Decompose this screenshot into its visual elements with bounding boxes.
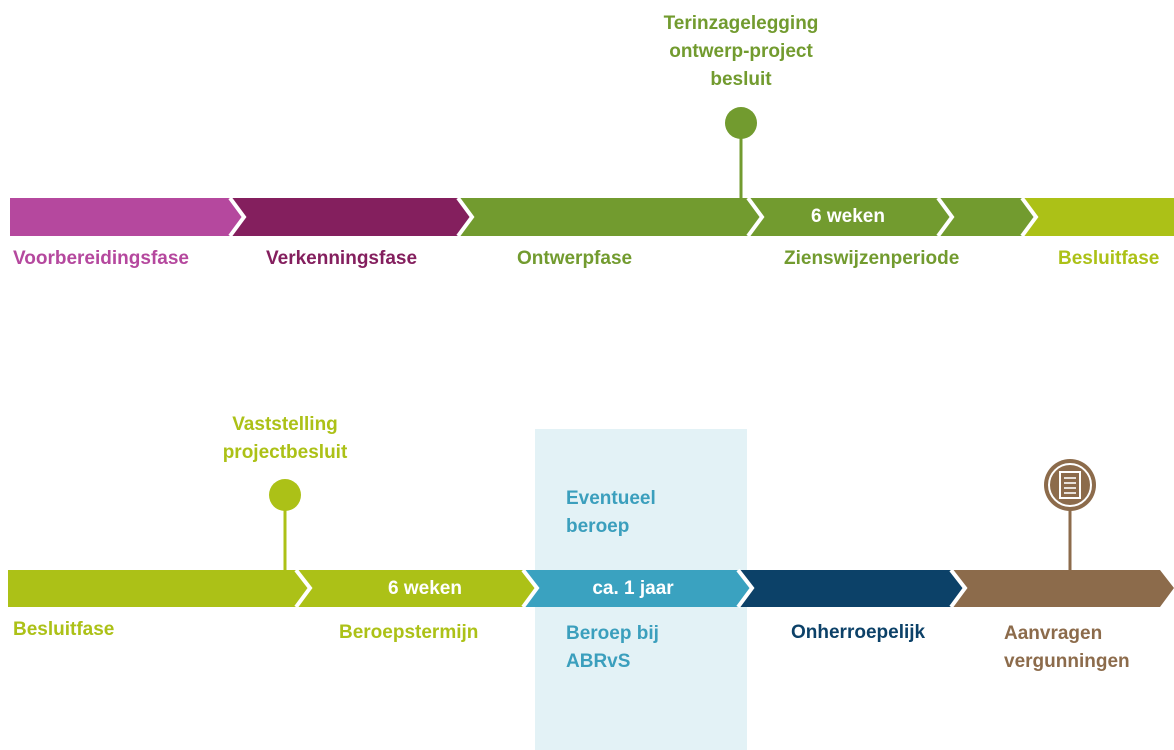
- arrow-besluitfase-1: [1022, 198, 1174, 236]
- milestone-pin-head-2: [269, 479, 301, 511]
- bar-label-6-weken-2: 6 weken: [388, 578, 462, 599]
- phase-label-zienswijzenperiode: Zienswijzenperiode: [784, 248, 960, 269]
- arrow-voorbereidingsfase: [10, 198, 244, 236]
- phase-label-aanvragen-vergunningen: Aanvragen vergunningen: [1004, 623, 1130, 672]
- milestone-label-terinzagelegging: Terinzagelegging ontwerp-project besluit: [663, 13, 819, 90]
- phase-label-besluitfase-2: Besluitfase: [13, 619, 115, 640]
- bar-label-6-weken-1: 6 weken: [811, 206, 885, 227]
- arrow-zienswijzen-2: [938, 198, 1036, 236]
- arrow-ontwerpfase: [458, 198, 762, 236]
- arrow-onherroepelijk: [738, 570, 965, 607]
- milestone-pin-head-1: [725, 107, 757, 139]
- arrow-aanvragen: [951, 570, 1174, 607]
- phase-label-beroep-abrvs: Beroep bij ABRvS: [566, 623, 659, 672]
- phase-label-voorbereidingsfase: Voorbereidingsfase: [13, 248, 189, 269]
- arrow-verkenningsfase: [230, 198, 472, 236]
- milestone-label-vaststelling: Vaststelling projectbesluit: [222, 414, 348, 463]
- phase-label-beroepstermijn: Beroepstermijn: [339, 622, 479, 643]
- arrow-beroepstermijn: [296, 570, 537, 607]
- arrow-besluitfase-2: [8, 570, 310, 607]
- bar-label-ca-1-jaar: ca. 1 jaar: [592, 578, 674, 599]
- arrow-zienswijzen-1: [748, 198, 952, 236]
- phase-label-onherroepelijk: Onherroepelijk: [791, 622, 926, 643]
- phase-label-verkenningsfase: Verkenningsfase: [266, 248, 418, 269]
- arrow-beroep-abrvs: [523, 570, 752, 607]
- document-list-icon: [1044, 459, 1096, 572]
- phase-label-besluitfase-1: Besluitfase: [1058, 248, 1160, 269]
- highlight-label-eventueel-beroep: Eventueel beroep: [566, 488, 656, 537]
- phase-label-ontwerpfase: Ontwerpfase: [517, 248, 633, 269]
